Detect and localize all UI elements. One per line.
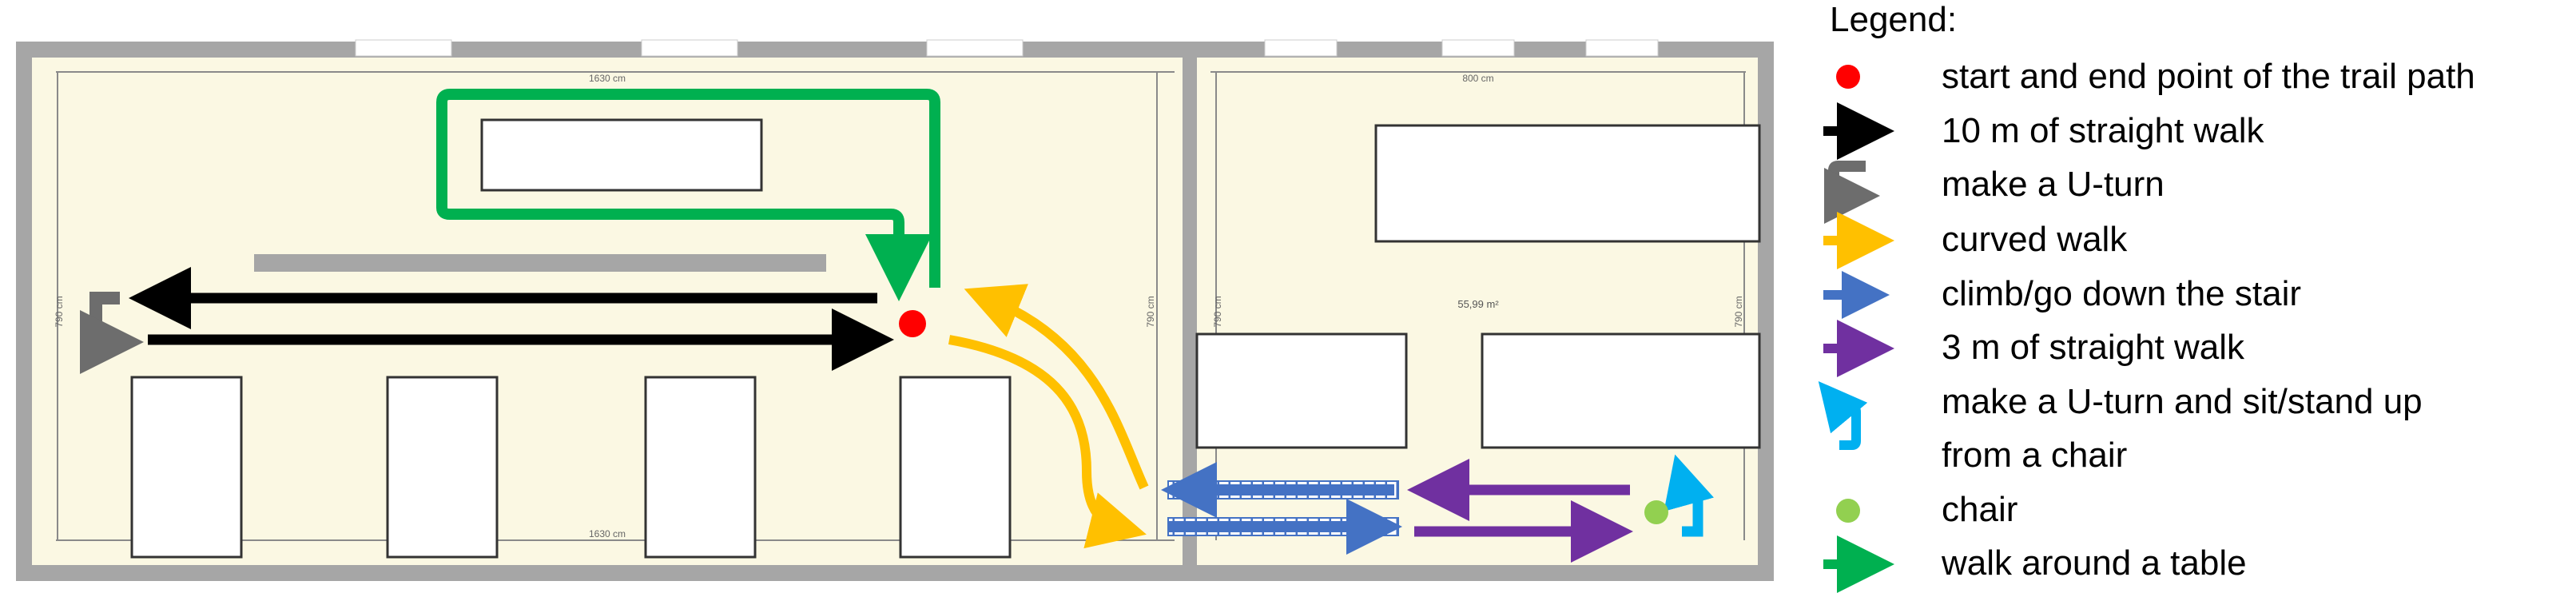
yellow-arrow-in (964, 284, 1149, 490)
table-right-right (1481, 332, 1761, 449)
dimension-top-left: 1630 cm (589, 73, 626, 84)
bed-1 (130, 376, 243, 559)
bed-4 (899, 376, 1012, 559)
windows (355, 39, 1659, 57)
red-dot-icon (1836, 65, 1860, 89)
legend-icons (1818, 65, 1894, 593)
dimension-left-left: 790 cm (54, 296, 65, 327)
bed-2 (386, 376, 499, 559)
u-turn-cyan-head (1664, 454, 1715, 512)
start-end-point (899, 310, 926, 337)
legend-label-walk-around-table: walk around a table (1942, 543, 2247, 583)
dimension-bottom-left: 1630 cm (589, 528, 626, 539)
table-top (480, 118, 763, 192)
legend-label-curved-walk: curved walk (1942, 220, 2128, 259)
yellow-arrow-out (948, 335, 1147, 549)
bed-3 (644, 376, 757, 559)
legend-label-straight-3m: 3 m of straight walk (1942, 328, 2245, 367)
bench (254, 254, 826, 272)
legend-label-chair: chair (1942, 490, 2018, 529)
table-right-top (1374, 124, 1761, 243)
u-turn-cyan-icon (1836, 403, 1861, 450)
green-arrow-path (436, 89, 940, 301)
dimension-left-right: 790 cm (1212, 296, 1223, 327)
legend-label-stair: climb/go down the stair (1942, 274, 2301, 313)
dimension-right-left: 790 cm (1145, 296, 1156, 327)
chair (1644, 500, 1668, 524)
green-dot-icon (1836, 499, 1860, 523)
legend-label-start-end: start and end point of the trail path (1942, 57, 2475, 96)
table-right-left (1195, 332, 1408, 449)
legend-label-straight-10m: 10 m of straight walk (1942, 111, 2264, 150)
u-turn-grey-icon (1824, 161, 1880, 224)
legend-label-u-turn-chair: make a U-turn and sit/stand up (1942, 382, 2423, 421)
u-turn-grey-path (80, 292, 144, 374)
legend-title: Legend: (1830, 0, 1958, 39)
area-label: 55,99 m² (1457, 298, 1499, 310)
dimension-right-right: 790 cm (1733, 296, 1744, 327)
legend-label-u-turn: make a U-turn (1942, 165, 2165, 204)
dimension-top-right: 800 cm (1462, 73, 1493, 84)
legend-label-u-turn-chair-2: from a chair (1942, 436, 2128, 475)
